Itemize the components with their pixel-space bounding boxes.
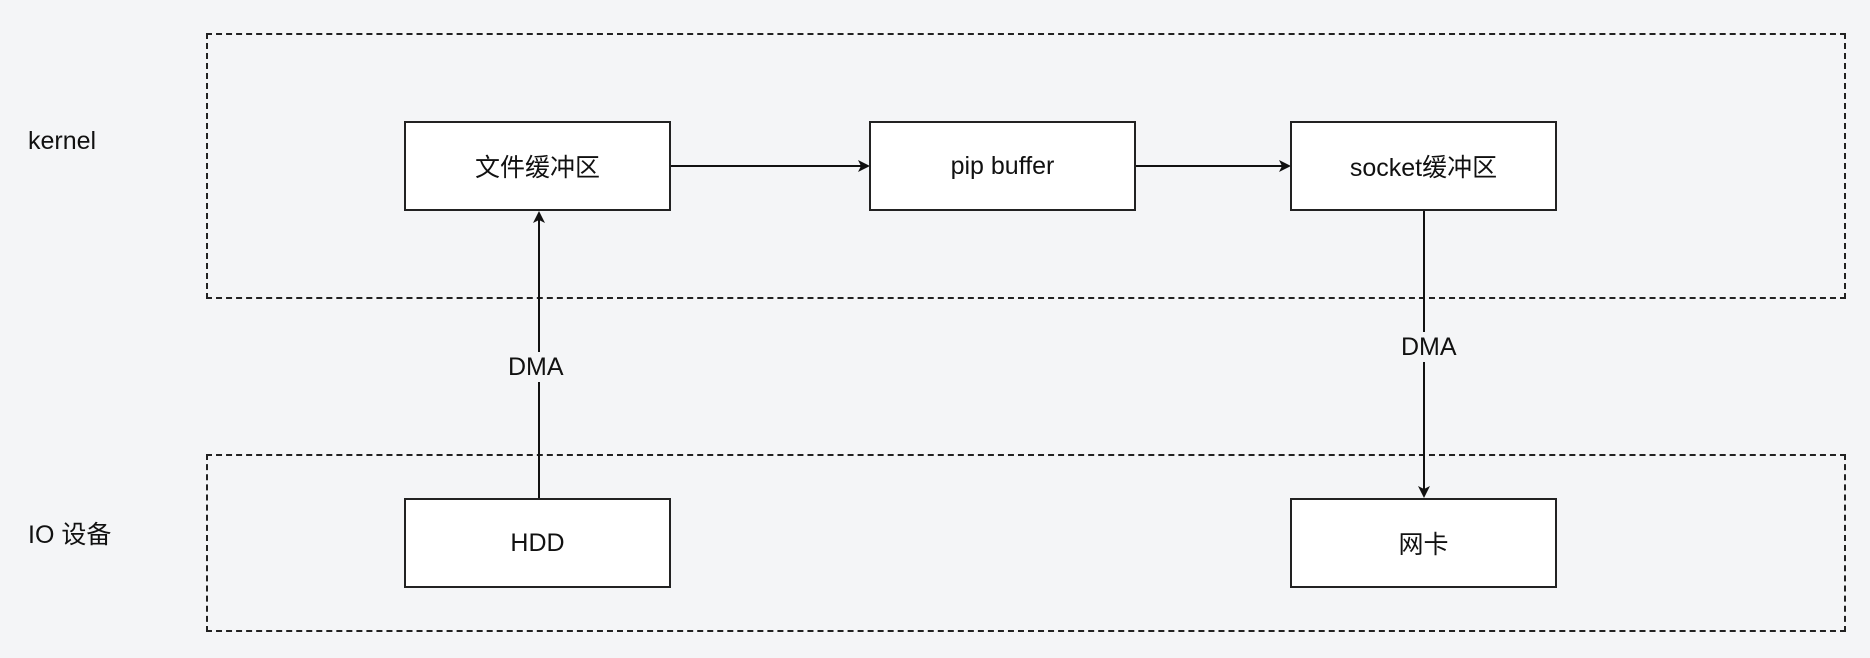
dma-label-nic: DMA xyxy=(1399,332,1459,362)
socket-buffer-node: socket缓冲区 xyxy=(1290,121,1557,211)
nic-label: 网卡 xyxy=(1398,531,1449,559)
nic-node: 网卡 xyxy=(1290,498,1557,588)
kernel-zone-label: kernel xyxy=(28,127,97,155)
pip-buffer-node: pip buffer xyxy=(869,121,1136,211)
socket-buffer-label: socket缓冲区 xyxy=(1349,154,1498,182)
io-device-zone xyxy=(206,454,1846,632)
file-buffer-node: 文件缓冲区 xyxy=(404,121,671,211)
hdd-node: HDD xyxy=(404,498,671,588)
io-zone-label: IO 设备 xyxy=(28,521,112,549)
hdd-label: HDD xyxy=(510,528,565,557)
dma-label-hdd: DMA xyxy=(506,352,566,382)
pip-buffer-label: pip buffer xyxy=(950,151,1055,180)
file-buffer-label: 文件缓冲区 xyxy=(474,154,600,182)
kernel-zone xyxy=(206,33,1846,299)
